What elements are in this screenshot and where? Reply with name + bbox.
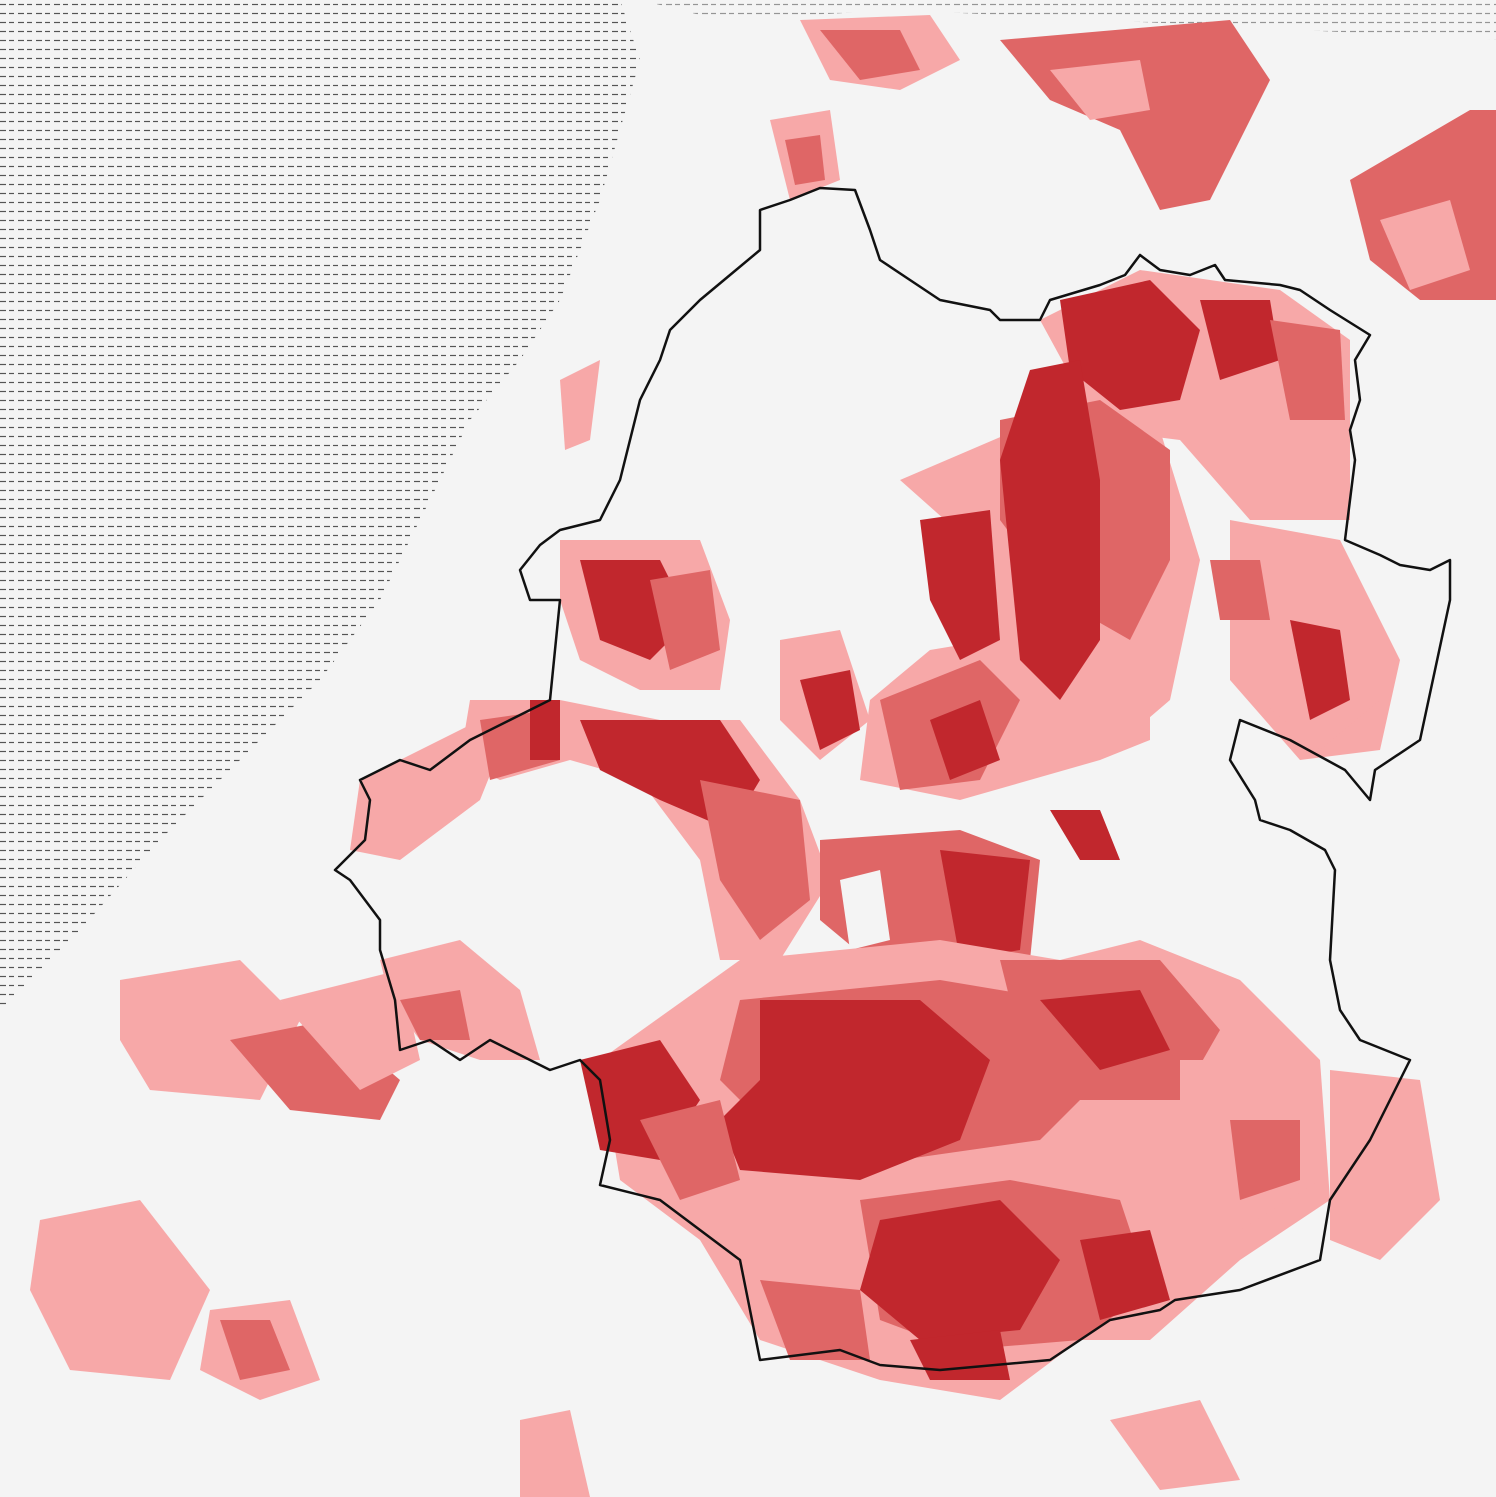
zone-light[interactable] <box>520 1410 590 1497</box>
zone-dark[interactable] <box>1050 810 1120 860</box>
zone-medium[interactable] <box>1230 1120 1300 1200</box>
zone-medium[interactable] <box>820 30 920 80</box>
zone-dark[interactable] <box>720 1000 990 1180</box>
zone-dark[interactable] <box>1080 1230 1170 1320</box>
zone-dark[interactable] <box>910 1330 1010 1380</box>
zone-medium[interactable] <box>1270 320 1345 420</box>
zone-dark[interactable] <box>1060 280 1200 410</box>
zone-medium[interactable] <box>400 990 470 1040</box>
zone-dark[interactable] <box>920 510 1000 660</box>
zone-medium[interactable] <box>700 780 810 940</box>
zone-medium[interactable] <box>640 1100 740 1200</box>
zone-dark[interactable] <box>530 700 560 760</box>
zone-light[interactable] <box>280 970 420 1090</box>
land-zones-inside <box>380 270 1380 1400</box>
zone-light[interactable] <box>1110 1400 1240 1490</box>
zone-light[interactable] <box>1330 1070 1440 1260</box>
zone-medium[interactable] <box>785 135 825 185</box>
zone-light[interactable] <box>560 360 600 450</box>
zone-dark[interactable] <box>1290 620 1350 720</box>
zone-light[interactable] <box>1050 60 1150 120</box>
zone-dark[interactable] <box>1040 990 1170 1070</box>
zone-dark[interactable] <box>1200 300 1280 380</box>
zone-dark[interactable] <box>1000 360 1100 700</box>
water-area-north <box>640 0 1496 40</box>
zone-dark[interactable] <box>940 850 1030 960</box>
zone-medium[interactable] <box>1210 560 1270 620</box>
zone-light[interactable] <box>1380 200 1470 290</box>
zone-dark[interactable] <box>800 670 860 750</box>
zone-light[interactable] <box>30 1200 210 1380</box>
zone-medium[interactable] <box>650 570 720 670</box>
zone-light[interactable] <box>840 870 890 950</box>
water-area <box>0 0 640 1010</box>
zone-dark[interactable] <box>930 700 1000 780</box>
boundary-outline[interactable] <box>333 186 1452 1372</box>
zone-light[interactable] <box>1100 660 1150 760</box>
zone-medium[interactable] <box>220 1320 290 1380</box>
zone-medium[interactable] <box>760 1280 870 1360</box>
zone-dark[interactable] <box>860 1200 1060 1340</box>
zone-medium[interactable] <box>1000 20 1270 210</box>
